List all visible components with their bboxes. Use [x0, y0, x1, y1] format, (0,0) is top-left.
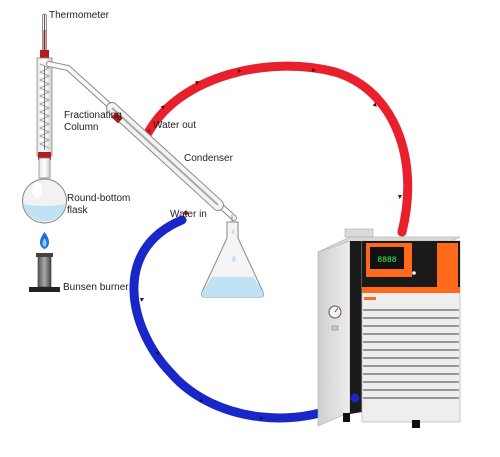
- label-bunsen-burner: Bunsen burner: [63, 282, 129, 293]
- collection-flask: [200, 215, 265, 298]
- cold-tube-flow-arrows: [140, 297, 324, 420]
- label-round-bottom-flask: Round-bottom flask: [67, 193, 131, 216]
- round-bottom-flask: [22, 157, 67, 224]
- hot-tube-port: [397, 227, 407, 237]
- label-fractionating-column: Fractionating Column: [64, 110, 122, 133]
- label-condenser: Condenser: [184, 153, 233, 164]
- hot-tube-flow-arrows: [160, 68, 402, 199]
- display-readout: 8888: [377, 256, 396, 265]
- caster-left: [343, 413, 350, 422]
- label-water-out: Water out: [153, 120, 196, 131]
- bunsen-burner: [29, 253, 60, 292]
- condenser: [46, 61, 237, 221]
- label-water-in: Water in: [170, 209, 207, 220]
- fractionating-column: [36, 50, 53, 160]
- flame: [39, 232, 50, 249]
- hot-water-tube: [143, 61, 413, 237]
- vent-grille: [363, 309, 459, 399]
- label-thermometer: Thermometer: [49, 10, 110, 21]
- brand-logo: [364, 297, 376, 300]
- chiller-unit: 8888: [317, 228, 461, 428]
- caster-right: [412, 420, 420, 428]
- display-screen: [370, 247, 404, 269]
- cold-tube-port: [350, 393, 360, 403]
